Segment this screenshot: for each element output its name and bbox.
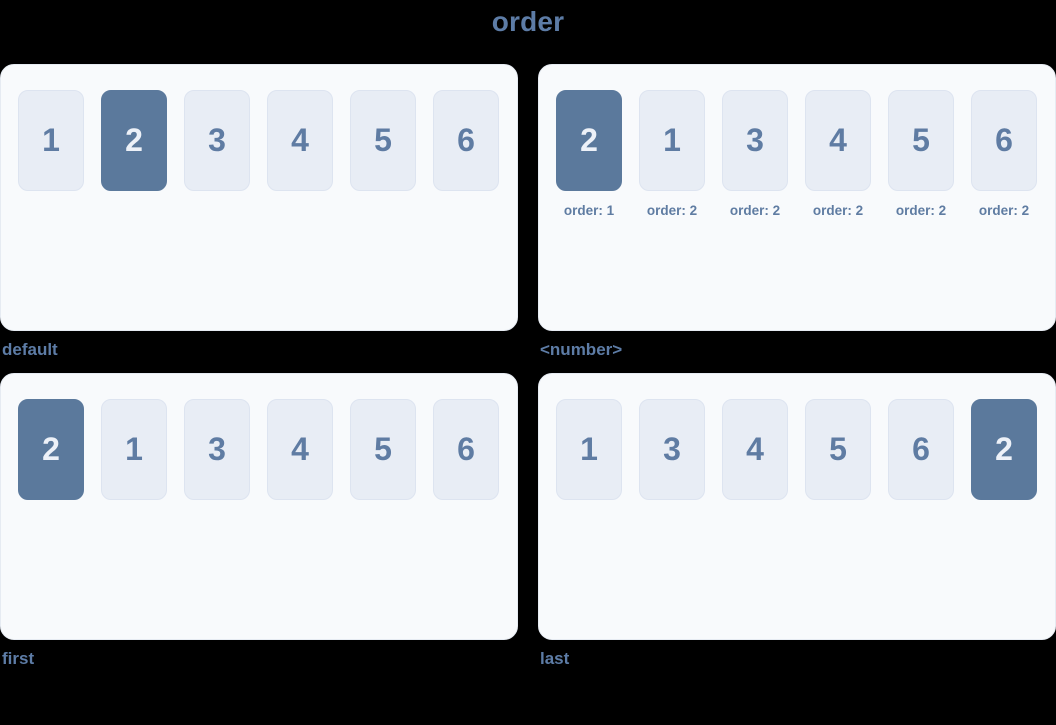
demo-box: 4 bbox=[267, 90, 333, 191]
examples-grid: 1 2 3 bbox=[0, 64, 1056, 682]
flex-item: 4 bbox=[267, 90, 333, 191]
demo-box: 3 bbox=[184, 90, 250, 191]
demo-panel-number: 2 order: 1 1 order: 2 3 order: 2 bbox=[538, 64, 1056, 331]
demo-panel-first: 2 1 3 bbox=[0, 373, 518, 640]
demo-box: 1 bbox=[18, 90, 84, 191]
demo-panel-last: 1 3 4 bbox=[538, 373, 1056, 640]
demo-box: 5 bbox=[350, 399, 416, 500]
example-default: 1 2 3 bbox=[0, 64, 518, 373]
order-value-label: order: 1 bbox=[563, 203, 615, 218]
demo-box: 4 bbox=[267, 399, 333, 500]
flex-item: 1 bbox=[556, 399, 622, 500]
example-last: 1 3 4 bbox=[538, 373, 1056, 682]
flex-item: 6 order: 2 bbox=[971, 90, 1037, 218]
example-label-default: default bbox=[2, 340, 58, 359]
flex-container: 1 3 4 bbox=[556, 399, 1038, 500]
demo-box: 3 bbox=[184, 399, 250, 500]
flex-item: 5 bbox=[350, 399, 416, 500]
flex-item: 1 bbox=[101, 399, 167, 500]
demo-box: 2 bbox=[18, 399, 84, 500]
example-label-first: first bbox=[2, 649, 35, 668]
flex-item: 5 bbox=[805, 399, 871, 500]
flex-container: 1 2 3 bbox=[18, 90, 500, 191]
demo-box: 5 bbox=[350, 90, 416, 191]
demo-panel-default: 1 2 3 bbox=[0, 64, 518, 331]
demo-box: 2 bbox=[101, 90, 167, 191]
flex-item: 3 bbox=[184, 90, 250, 191]
flex-item: 2 order: 1 bbox=[556, 90, 622, 218]
flex-item: 2 bbox=[18, 399, 84, 500]
demo-box: 2 bbox=[556, 90, 622, 191]
example-first: 2 1 3 bbox=[0, 373, 518, 682]
demo-box: 6 bbox=[888, 399, 954, 500]
demo-box: 2 bbox=[971, 399, 1037, 500]
flex-container: 2 1 3 bbox=[18, 399, 500, 500]
example-label-number: <number> bbox=[540, 340, 623, 359]
order-value-label: order: 2 bbox=[729, 203, 781, 218]
demo-box: 3 bbox=[639, 399, 705, 500]
flex-item: 6 bbox=[888, 399, 954, 500]
example-number: 2 order: 1 1 order: 2 3 order: 2 bbox=[538, 64, 1056, 373]
demo-box: 3 bbox=[722, 90, 788, 191]
flex-item: 5 order: 2 bbox=[888, 90, 954, 218]
page-title: order bbox=[491, 6, 565, 37]
demo-box: 6 bbox=[971, 90, 1037, 191]
flex-item: 6 bbox=[433, 399, 499, 500]
demo-box: 6 bbox=[433, 90, 499, 191]
demo-box: 1 bbox=[556, 399, 622, 500]
order-value-label: order: 2 bbox=[978, 203, 1030, 218]
order-value-label: order: 2 bbox=[812, 203, 864, 218]
flex-item: 4 bbox=[267, 399, 333, 500]
flex-item: 5 bbox=[350, 90, 416, 191]
flex-item: 3 bbox=[639, 399, 705, 500]
flex-item: 6 bbox=[433, 90, 499, 191]
demo-box: 4 bbox=[805, 90, 871, 191]
order-value-label: order: 2 bbox=[895, 203, 947, 218]
demo-box: 4 bbox=[722, 399, 788, 500]
flex-item: 4 bbox=[722, 399, 788, 500]
demo-box: 1 bbox=[639, 90, 705, 191]
order-value-label: order: 2 bbox=[646, 203, 698, 218]
flex-item: 1 order: 2 bbox=[639, 90, 705, 218]
flex-item: 2 bbox=[101, 90, 167, 191]
flex-item: 2 bbox=[971, 399, 1037, 500]
flex-item: 1 bbox=[18, 90, 84, 191]
example-label-last: last bbox=[540, 649, 570, 668]
flex-item: 3 order: 2 bbox=[722, 90, 788, 218]
demo-box: 1 bbox=[101, 399, 167, 500]
page: order 1 2 bbox=[0, 5, 1056, 725]
flex-item: 4 order: 2 bbox=[805, 90, 871, 218]
demo-box: 5 bbox=[888, 90, 954, 191]
demo-box: 6 bbox=[433, 399, 499, 500]
demo-box: 5 bbox=[805, 399, 871, 500]
flex-item: 3 bbox=[184, 399, 250, 500]
flex-container: 2 order: 1 1 order: 2 3 order: 2 bbox=[556, 90, 1038, 218]
